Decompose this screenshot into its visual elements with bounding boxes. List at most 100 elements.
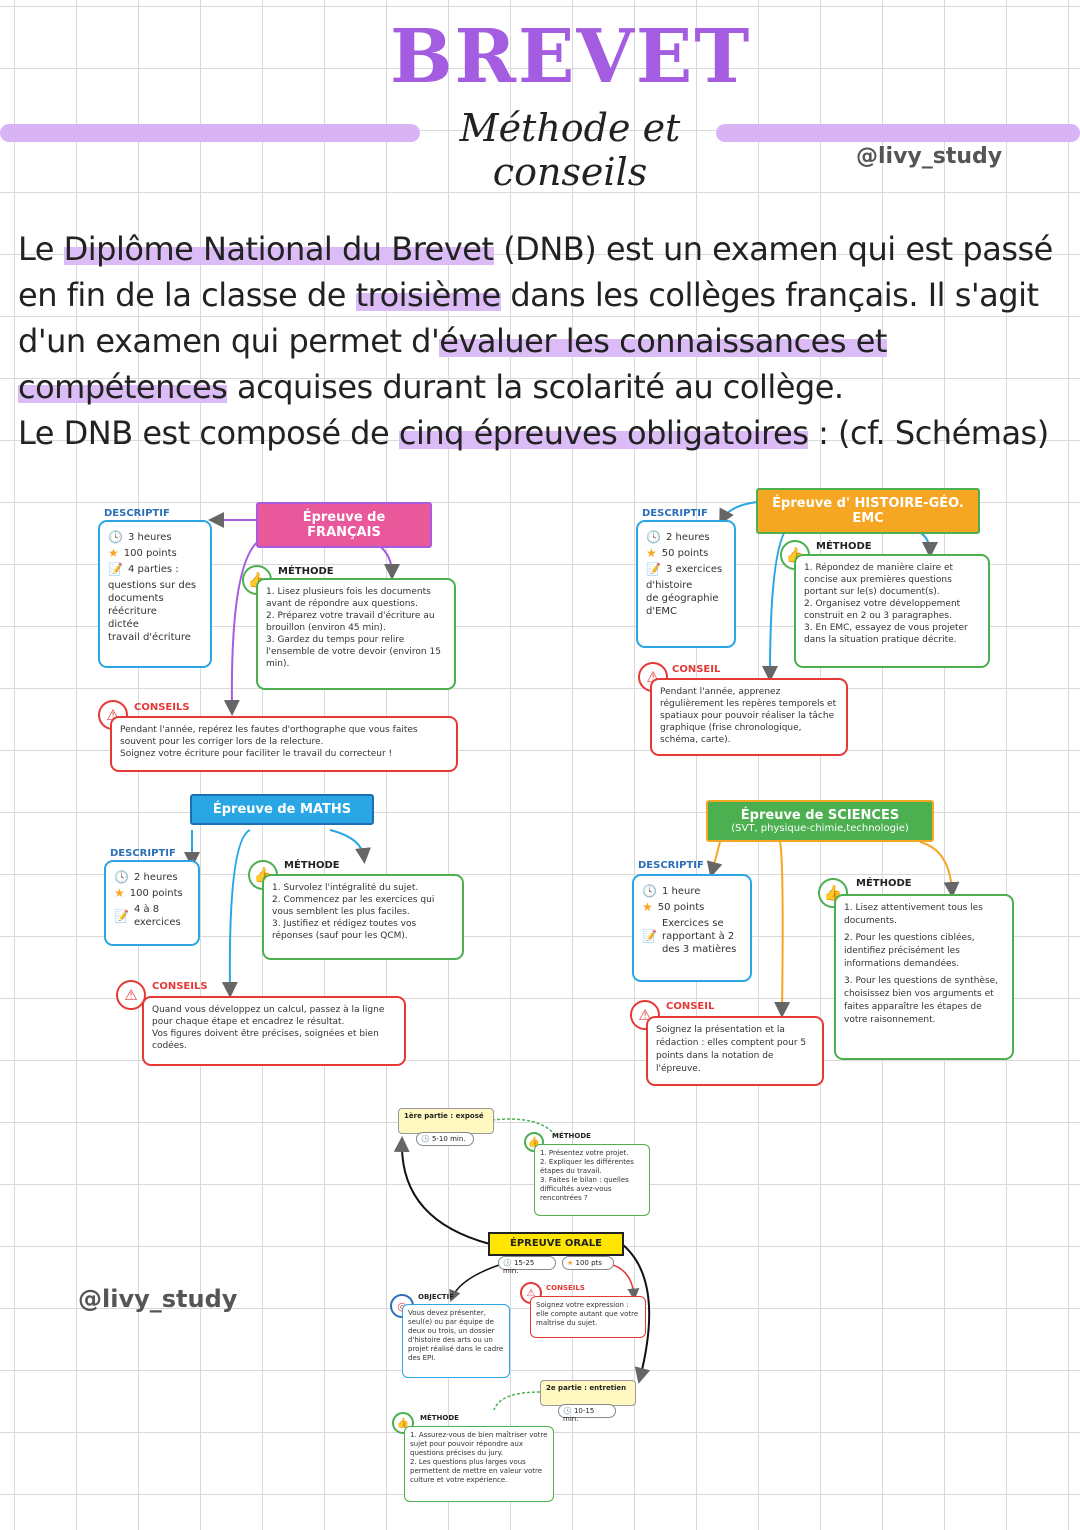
sciences-title-box: Épreuve de SCIENCES (SVT, physique-chimi…: [706, 800, 934, 842]
sciences-points: 50 points: [657, 902, 705, 913]
list-item: réécriture: [108, 606, 157, 617]
list-item: Vos figures doivent être précises, soign…: [152, 1029, 379, 1051]
francais-descriptif-box: 🕓3 heures ★100 points 📝4 parties : quest…: [98, 520, 212, 668]
orale-objectif-label: OBJECTIF: [418, 1293, 454, 1301]
orale-part1: 1ère partie : exposé: [404, 1112, 484, 1120]
list-item: 2. Organisez votre développement constru…: [804, 599, 961, 621]
list-item: 3. Gardez du temps pour relire l'ensembl…: [266, 635, 441, 669]
list-item: 1. Lisez attentivement tous les document…: [844, 903, 983, 926]
orale-part2-time-pill: 🕓 10-15 min.: [558, 1404, 616, 1423]
intro-text-part: Le: [18, 230, 64, 268]
sciences-title: Épreuve de SCIENCES: [740, 808, 900, 823]
connector: [329, 829, 371, 864]
connector: [393, 1136, 491, 1245]
author-handle-bottom: @livy_study: [78, 1285, 238, 1313]
stars-icon: ★: [646, 546, 657, 560]
maths-parts: 4 à 8 exercices: [133, 904, 181, 928]
histoire-title: Épreuve d' HISTOIRE-GÉO. EMC: [756, 488, 980, 534]
connector: [493, 1391, 541, 1411]
stars-icon: ★: [114, 886, 125, 900]
list-item: questions sur des documents: [108, 580, 197, 604]
list-item: 2. Commencez par les exercices qui vous …: [272, 895, 435, 917]
francais-descriptif-label: DESCRIPTIF: [104, 508, 170, 519]
intro-highlight: Diplôme National du Brevet: [63, 230, 494, 268]
histoire-methode-box: 1. Répondez de manière claire et concise…: [794, 554, 990, 668]
connector: [449, 1263, 503, 1303]
orale-methode2-label: MÉTHODE: [420, 1414, 459, 1422]
orale-part1-time: 5-10 min.: [431, 1135, 466, 1143]
list-item: d'histoire: [646, 580, 693, 591]
sciences-duration: 1 heure: [661, 886, 701, 897]
sciences-conseil-box: Soignez la présentation et la rédaction …: [646, 1016, 824, 1086]
orale-methode1-label: MÉTHODE: [552, 1132, 591, 1140]
francais-parts-list: questions sur des documents réécriture d…: [108, 579, 202, 644]
list-item: 3. Justifiez et rédigez toutes vos répon…: [272, 919, 417, 941]
histoire-descriptif-box: 🕓2 heures ★50 points 📝3 exercices d'hist…: [636, 520, 736, 648]
clock-icon: 🕓: [642, 884, 657, 898]
maths-methode-label: MÉTHODE: [284, 860, 340, 871]
intro-text-part: : (cf. Schémas): [808, 414, 1049, 452]
francais-methode-label: MÉTHODE: [278, 566, 334, 577]
histoire-points: 50 points: [661, 548, 709, 559]
sciences-methode-box: 1. Lisez attentivement tous les document…: [834, 894, 1014, 1060]
maths-methode-box: 1. Survolez l'intégralité du sujet. 2. C…: [262, 874, 464, 960]
orale-part2-box: 2e partie : entretien: [540, 1380, 636, 1406]
orale-duration-pill: 🕓 15-25 min.: [498, 1256, 556, 1275]
maths-duration: 2 heures: [133, 872, 178, 883]
connector: [719, 501, 759, 526]
list-item: Pendant l'année, repérez les fautes d'or…: [120, 725, 418, 747]
intro-text: Le Diplôme National du Brevet (DNB) est …: [18, 226, 1068, 456]
connector: [621, 1243, 651, 1384]
maths-descriptif-label: DESCRIPTIF: [110, 848, 176, 859]
list-item: Soignez votre écriture pour faciliter le…: [120, 749, 393, 759]
connector: [491, 1118, 557, 1137]
orale-title: ÉPREUVE ORALE: [488, 1232, 624, 1256]
title-band-left: [0, 124, 420, 142]
list-item: 3. Faites le bilan : quelles difficultés…: [540, 1176, 629, 1202]
warning-icon: ⚠: [116, 980, 146, 1010]
intro-paragraph-1: Le Diplôme National du Brevet (DNB) est …: [18, 226, 1068, 410]
exam-sheet-icon: 📝: [114, 908, 129, 923]
intro-text-part: acquises durant la scolarité au collège.: [227, 368, 844, 406]
orale-conseil-label: CONSEILS: [546, 1284, 585, 1292]
maths-descriptif-box: 🕓 2 heures ★ 100 points 📝 4 à 8 exercices: [104, 860, 200, 946]
maths-points: 100 points: [129, 888, 183, 899]
clock-icon: 🕓: [563, 1407, 572, 1415]
thumbs-up-icon: 👍: [818, 878, 848, 908]
histoire-conseil-box: Pendant l'année, apprenez régulièrement …: [650, 678, 848, 756]
clock-icon: 🕓: [108, 530, 123, 544]
francais-conseils-box: Pendant l'année, repérez les fautes d'or…: [110, 716, 458, 772]
exam-sheet-icon: 📝: [108, 562, 123, 576]
francais-conseils-label: CONSEILS: [134, 702, 190, 713]
intro-text-part: dans les collèges français. Il s'agit d'…: [18, 276, 1039, 360]
list-item: d'EMC: [646, 606, 678, 617]
clock-icon: 🕓: [503, 1259, 512, 1267]
orale-conseil-box: Soignez votre expression : elle compte a…: [530, 1296, 646, 1338]
list-item: 1. Assurez-vous de bien maîtriser votre …: [410, 1431, 548, 1457]
connector: [919, 841, 960, 898]
orale-points: 100 pts: [575, 1259, 602, 1267]
sciences-parts: Exercices se rapportant à 2 des 3 matièr…: [661, 918, 737, 955]
connector: [223, 539, 261, 716]
list-item: de géographie: [646, 593, 719, 604]
exam-sheet-icon: 📝: [646, 562, 661, 576]
histoire-parts: 3 exercices: [665, 564, 723, 575]
list-item: 2. Les questions plus larges vous permet…: [410, 1458, 543, 1484]
maths-title: Épreuve de MATHS: [190, 794, 374, 825]
page-title: BREVET: [390, 14, 752, 100]
author-handle-top: @livy_study: [856, 144, 1003, 169]
page-subtitle: Méthode et conseils: [459, 106, 681, 194]
list-item: 1. Survolez l'intégralité du sujet.: [272, 883, 419, 893]
sciences-subtitle: (SVT, physique-chimie,technologie): [731, 823, 909, 834]
clock-icon: 🕓: [646, 530, 661, 544]
stars-icon: ★: [108, 546, 119, 560]
stars-icon: ★: [567, 1259, 574, 1267]
list-item: 1. Lisez plusieurs fois les documents av…: [266, 587, 431, 609]
clock-icon: 🕓: [114, 870, 129, 884]
intro-highlight: troisième: [355, 276, 501, 314]
list-item: 1. Présentez votre projet.: [540, 1149, 629, 1157]
list-item: 1. Répondez de manière claire et concise…: [804, 563, 954, 597]
sciences-conseil-label: CONSEIL: [666, 1001, 715, 1012]
sciences-descriptif-label: DESCRIPTIF: [638, 860, 704, 871]
